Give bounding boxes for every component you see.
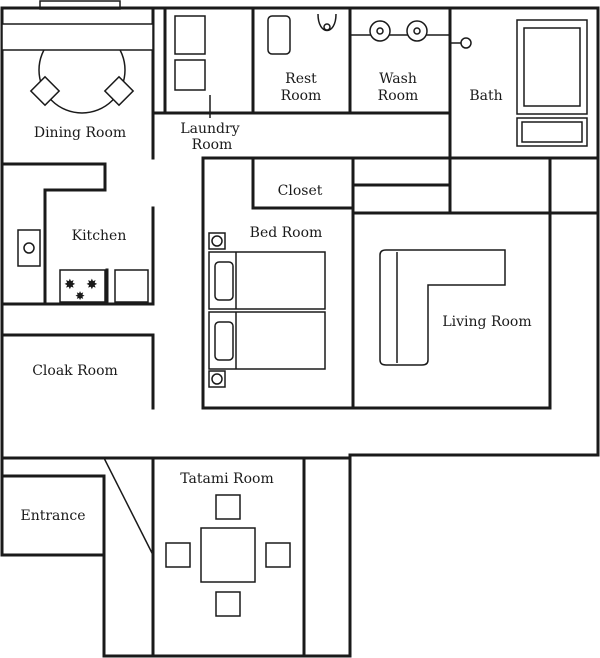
wash-room-label-1: Wash <box>379 71 417 87</box>
wash-basin <box>406 20 428 42</box>
kitchen-label: Kitchen <box>72 228 127 244</box>
burner-icon: ✸ <box>86 277 98 293</box>
bath-label: Bath <box>469 88 502 104</box>
kitchen-sink <box>17 229 41 267</box>
rest-room-label-1: Rest <box>285 71 317 87</box>
toilet <box>267 15 291 55</box>
rest-room-label-2: Room <box>281 88 322 104</box>
room-labels: Dining Room Laundry Room Rest Room Wash … <box>20 71 531 524</box>
stove <box>59 269 106 303</box>
entrance-label: Entrance <box>20 508 85 524</box>
floor-cushion <box>215 591 241 617</box>
laundry-room-label-2: Room <box>192 137 233 153</box>
burner-icon: ✸ <box>75 289 85 303</box>
laundry-room-label-1: Laundry <box>180 121 239 137</box>
window <box>39 0 121 10</box>
tatami-table <box>200 527 256 583</box>
wash-room-label-2: Room <box>378 88 419 104</box>
living-room-label: Living Room <box>442 314 531 330</box>
tatami-room-label: Tatami Room <box>180 471 273 487</box>
drain-icon <box>460 37 472 49</box>
dining-room-label: Dining Room <box>34 125 126 141</box>
wash-basin <box>369 20 391 42</box>
kitchen-cabinet <box>114 269 149 303</box>
bed-room-label: Bed Room <box>250 225 323 241</box>
floor-cushion <box>265 542 291 568</box>
cloak-room-label: Cloak Room <box>32 363 118 379</box>
fixtures: ✸ ✸ ✸ <box>1 13 588 617</box>
burner-icon: ✸ <box>64 277 76 293</box>
dryer <box>174 59 206 91</box>
floor-cushion <box>215 494 241 520</box>
interior-walls <box>0 6 600 658</box>
l-sofa <box>379 249 506 366</box>
dining-counter <box>1 23 154 51</box>
closet-label: Closet <box>278 183 323 199</box>
bathtub <box>516 19 588 115</box>
washing-machine <box>174 15 206 55</box>
dining-chair <box>29 75 61 107</box>
dining-chair <box>103 75 135 107</box>
floor-cushion <box>165 542 191 568</box>
